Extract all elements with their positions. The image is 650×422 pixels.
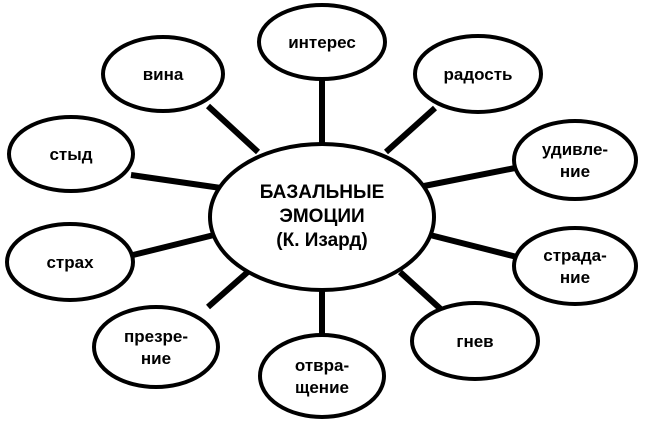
- node-label-suffering-0: страда-: [543, 246, 607, 265]
- center-node: БАЗАЛЬНЫЕ ЭМОЦИИ (К. Изард): [208, 142, 436, 292]
- node-label-contempt-0: презре-: [124, 327, 188, 346]
- connector-fear: [132, 231, 219, 258]
- node-joy: радость: [413, 34, 543, 114]
- node-ellipse-joy: [413, 34, 543, 114]
- node-surprise: удивле-ние: [512, 119, 638, 201]
- node-label-anger-0: гнев: [456, 332, 493, 351]
- node-label-disgust-0: отвра-: [295, 356, 349, 375]
- node-interest: интерес: [257, 3, 387, 81]
- connector-guilt: [205, 103, 261, 155]
- connector-anger: [397, 269, 448, 316]
- node-guilt: вина: [101, 35, 225, 113]
- connectors: [130, 78, 518, 335]
- center-line-2: ЭМОЦИИ: [279, 206, 364, 227]
- node-anger: гнев: [410, 301, 540, 381]
- node-label-surprise-1: ние: [560, 162, 590, 181]
- connector-shame: [130, 172, 222, 191]
- node-ellipse-surprise: [512, 119, 638, 201]
- node-suffering: страда-ние: [512, 226, 638, 306]
- node-ellipse-interest: [257, 3, 387, 81]
- node-ellipse-guilt: [101, 35, 225, 113]
- connector-contempt: [206, 267, 252, 310]
- connector-joy: [383, 105, 438, 155]
- node-shame: стыд: [7, 115, 135, 193]
- node-label-disgust-1: щение: [295, 378, 349, 397]
- node-ellipse-anger: [410, 301, 540, 381]
- node-label-surprise-0: удивле-: [542, 140, 608, 159]
- node-label-joy-0: радость: [443, 65, 512, 84]
- node-label-contempt-1: ние: [141, 349, 171, 368]
- node-label-shame-0: стыд: [49, 145, 92, 164]
- center-line-1: БАЗАЛЬНЫЕ: [260, 182, 385, 203]
- center-ellipse: [208, 142, 436, 292]
- node-ellipse-fear: [5, 222, 135, 302]
- center-line-3: (К. Изард): [276, 230, 367, 251]
- node-label-fear-0: страх: [46, 253, 94, 272]
- node-label-guilt-0: вина: [143, 65, 184, 84]
- node-ellipse-shame: [7, 115, 135, 193]
- node-ellipse-suffering: [512, 226, 638, 306]
- emotion-nodes: интересрадостьудивле-ниестрада-ниегневот…: [5, 3, 638, 419]
- connector-suffering: [425, 231, 518, 260]
- node-ellipse-disgust: [258, 333, 386, 419]
- node-disgust: отвра-щение: [258, 333, 386, 419]
- node-contempt: презре-ние: [92, 305, 220, 389]
- node-fear: страх: [5, 222, 135, 302]
- node-label-interest-0: интерес: [288, 33, 356, 52]
- node-ellipse-contempt: [92, 305, 220, 389]
- connector-surprise: [423, 165, 516, 189]
- node-label-suffering-1: ние: [560, 268, 590, 287]
